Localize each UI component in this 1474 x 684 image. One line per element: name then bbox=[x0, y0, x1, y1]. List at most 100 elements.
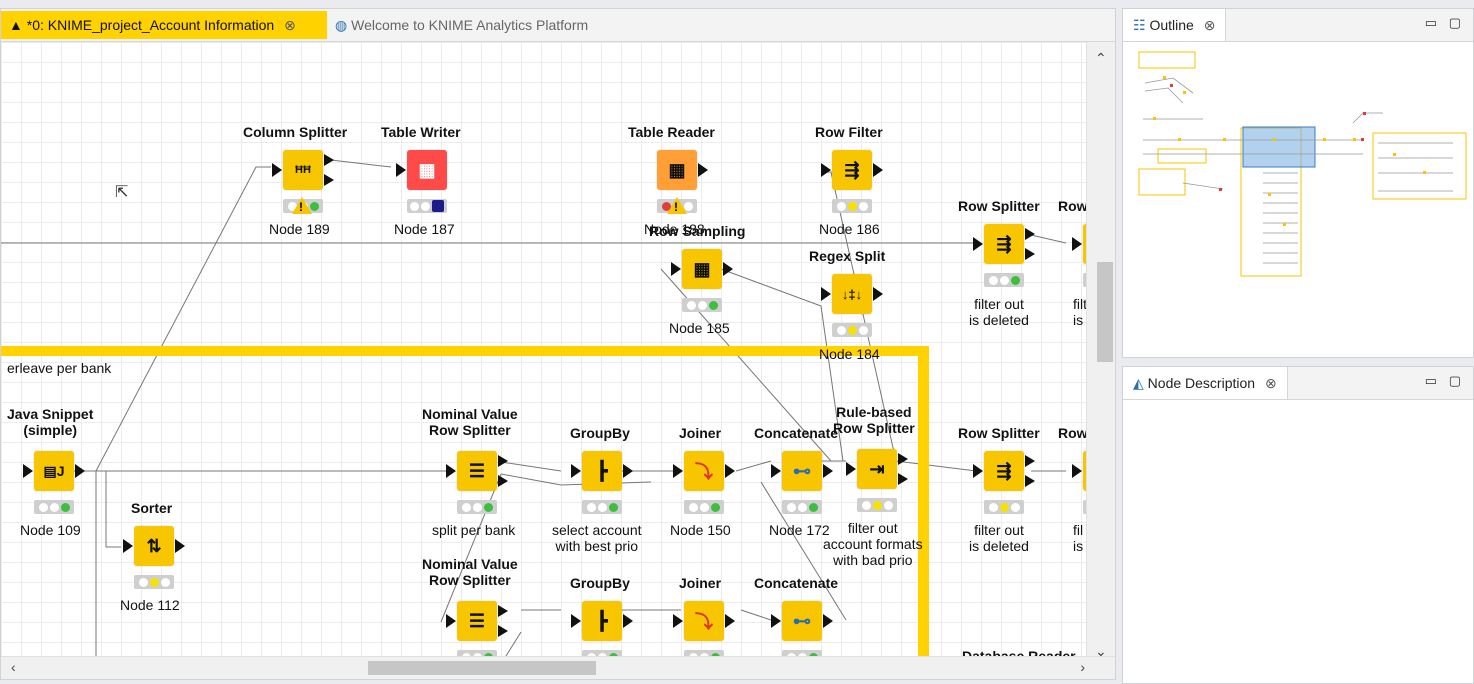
tab-label: Welcome to KNIME Analytics Platform bbox=[351, 17, 589, 33]
node-groupby[interactable]: ┣ bbox=[571, 451, 633, 491]
grid-icon: ▦ bbox=[693, 258, 711, 279]
node-java-snippet[interactable]: ▤J bbox=[23, 451, 85, 491]
annotation-border-right bbox=[918, 346, 929, 664]
annotation-text: erleave per bank bbox=[7, 360, 112, 376]
node-title-concatenate: Concatenate bbox=[754, 425, 839, 441]
node-title-column-splitter: Column Splitter bbox=[243, 124, 348, 140]
vertical-scrollbar[interactable]: ⌃ ⌄ bbox=[1086, 42, 1115, 664]
node-status bbox=[134, 575, 174, 589]
outline-icon: ☷ bbox=[1133, 17, 1146, 33]
node-title-nominal-value-row-splitter: Nominal Value Row Splitter bbox=[422, 556, 518, 588]
node-label: Node 188 bbox=[644, 221, 705, 237]
node-regex-split[interactable]: ↓‡↓ bbox=[821, 274, 883, 314]
warning-icon: ! bbox=[667, 197, 687, 214]
node-label: filt is bbox=[1073, 296, 1087, 328]
node-nominal-value-row-splitter[interactable]: ☰ bbox=[446, 451, 508, 491]
tab-knime-project[interactable]: ▲ *0: KNIME_project_Account Information … bbox=[1, 11, 327, 39]
node-status bbox=[684, 500, 724, 514]
workflow-canvas[interactable]: erleave per bank Column Splitter ĦĦ ! No… bbox=[1, 42, 1087, 664]
concatenate-icon: ⊷ bbox=[793, 460, 811, 481]
node-table-reader[interactable]: ▦ bbox=[657, 150, 708, 190]
horizontal-scrollbar[interactable]: ‹ › bbox=[1, 656, 1115, 679]
node-label: Node 185 bbox=[669, 320, 730, 336]
node-groupby[interactable]: ┣ bbox=[571, 601, 633, 641]
scroll-down-icon[interactable]: ⌄ bbox=[1095, 643, 1107, 659]
concatenate-icon: ⊷ bbox=[793, 610, 811, 631]
node-description-panel: ◭ Node Description ⊗ ▭ ▢ bbox=[1122, 366, 1474, 684]
table-icon: ▦ bbox=[668, 159, 686, 180]
tab-node-description[interactable]: ◭ Node Description ⊗ bbox=[1123, 367, 1288, 399]
node-concatenate[interactable]: ⊷ bbox=[771, 601, 833, 641]
tab-label: *0: KNIME_project_Account Information bbox=[26, 17, 275, 33]
scroll-thumb[interactable] bbox=[368, 661, 596, 675]
node-status bbox=[1083, 273, 1087, 287]
node-joiner[interactable]: ⤵ bbox=[673, 451, 735, 491]
outline-panel: ☷ Outline ⊗ ▭ ▢ bbox=[1122, 8, 1474, 358]
outline-minimap[interactable] bbox=[1123, 43, 1473, 343]
tab-outline[interactable]: ☷ Outline ⊗ bbox=[1123, 9, 1227, 41]
node-status bbox=[984, 273, 1024, 287]
scroll-left-icon[interactable]: ‹ bbox=[11, 659, 16, 675]
node-title-groupby: GroupBy bbox=[570, 425, 630, 441]
node-status bbox=[34, 500, 74, 514]
node-row-splitter[interactable]: ⇶ bbox=[973, 451, 1035, 491]
close-icon[interactable]: ⊗ bbox=[284, 17, 296, 33]
sort-icon: ⇅ bbox=[146, 535, 162, 556]
node-row-sampling[interactable]: ▦ bbox=[671, 249, 733, 289]
node-sorter[interactable]: ⇅ bbox=[123, 526, 185, 566]
editor-tabbar: ▲ *0: KNIME_project_Account Information … bbox=[1, 9, 1115, 42]
splitter-icon: ⇶ bbox=[996, 460, 1012, 481]
node-row-splitter[interactable]: ⇶ bbox=[973, 224, 1035, 264]
node-status bbox=[832, 199, 872, 213]
node-joiner[interactable]: ⤵ bbox=[673, 601, 735, 641]
node-title-regex-split: Regex Split bbox=[809, 248, 886, 264]
node-rule-based-row-splitter[interactable]: ⇥ bbox=[846, 449, 908, 489]
table-icon: ▦ bbox=[418, 159, 436, 180]
minimize-icon[interactable]: ▭ bbox=[1424, 15, 1437, 30]
mouse-cursor-icon: ⇱ bbox=[115, 184, 129, 201]
node-label: select account with best prio bbox=[552, 522, 642, 554]
node-column-splitter[interactable]: ĦĦ bbox=[272, 150, 334, 190]
node-row-cut[interactable] bbox=[1072, 451, 1087, 491]
node-label: fil is bbox=[1073, 522, 1084, 554]
list-icon: ☰ bbox=[468, 610, 486, 631]
node-label: filter out is deleted bbox=[969, 296, 1029, 328]
node-row-filter[interactable]: ⇶ bbox=[821, 150, 883, 190]
node-title-joiner: Joiner bbox=[679, 425, 722, 441]
node-title-row-splitter: Row Splitter bbox=[958, 198, 1040, 214]
maximize-icon[interactable]: ▢ bbox=[1448, 373, 1461, 388]
node-table-writer[interactable]: ▦ bbox=[396, 150, 447, 190]
scroll-up-icon[interactable]: ⌃ bbox=[1095, 50, 1107, 66]
scroll-thumb[interactable] bbox=[1097, 262, 1113, 362]
node-label: Node 112 bbox=[120, 597, 180, 613]
node-label: Node 187 bbox=[394, 221, 455, 237]
groupby-icon: ┣ bbox=[596, 610, 608, 631]
scroll-right-icon[interactable]: › bbox=[1080, 659, 1085, 675]
node-title-table-writer: Table Writer bbox=[381, 124, 461, 140]
node-status bbox=[782, 500, 822, 514]
node-status bbox=[832, 323, 872, 337]
tab-welcome[interactable]: ◍ Welcome to KNIME Analytics Platform bbox=[327, 11, 627, 39]
node-title-rule-based-row-splitter: Rule-based Row Splitter bbox=[833, 404, 915, 436]
java-icon: ▤J bbox=[43, 462, 65, 479]
list-icon: ☰ bbox=[468, 460, 486, 481]
node-concatenate[interactable]: ⊷ bbox=[771, 451, 833, 491]
node-label: Node 172 bbox=[769, 522, 830, 538]
node-label: Node 150 bbox=[670, 522, 731, 538]
splitter-icon: ⇶ bbox=[996, 233, 1012, 254]
panel-title: Outline bbox=[1149, 17, 1194, 33]
minimize-icon[interactable]: ▭ bbox=[1424, 373, 1437, 388]
maximize-icon[interactable]: ▢ bbox=[1448, 15, 1461, 30]
node-status bbox=[1083, 500, 1087, 514]
regex-icon: ↓‡↓ bbox=[841, 286, 863, 302]
node-status bbox=[407, 199, 447, 213]
node-title-nominal-value-row-splitter: Nominal Value Row Splitter bbox=[422, 406, 518, 438]
node-row-cut[interactable] bbox=[1072, 224, 1087, 264]
workflow-editor: ▲ *0: KNIME_project_Account Information … bbox=[0, 8, 1116, 680]
close-icon[interactable]: ⊗ bbox=[1264, 375, 1277, 391]
close-icon[interactable]: ⊗ bbox=[1203, 17, 1216, 33]
node-title-java-snippet: Java Snippet (simple) bbox=[7, 406, 94, 438]
node-status bbox=[984, 500, 1024, 514]
node-nominal-value-row-splitter[interactable]: ☰ bbox=[446, 601, 508, 641]
groupby-icon: ┣ bbox=[596, 460, 608, 481]
